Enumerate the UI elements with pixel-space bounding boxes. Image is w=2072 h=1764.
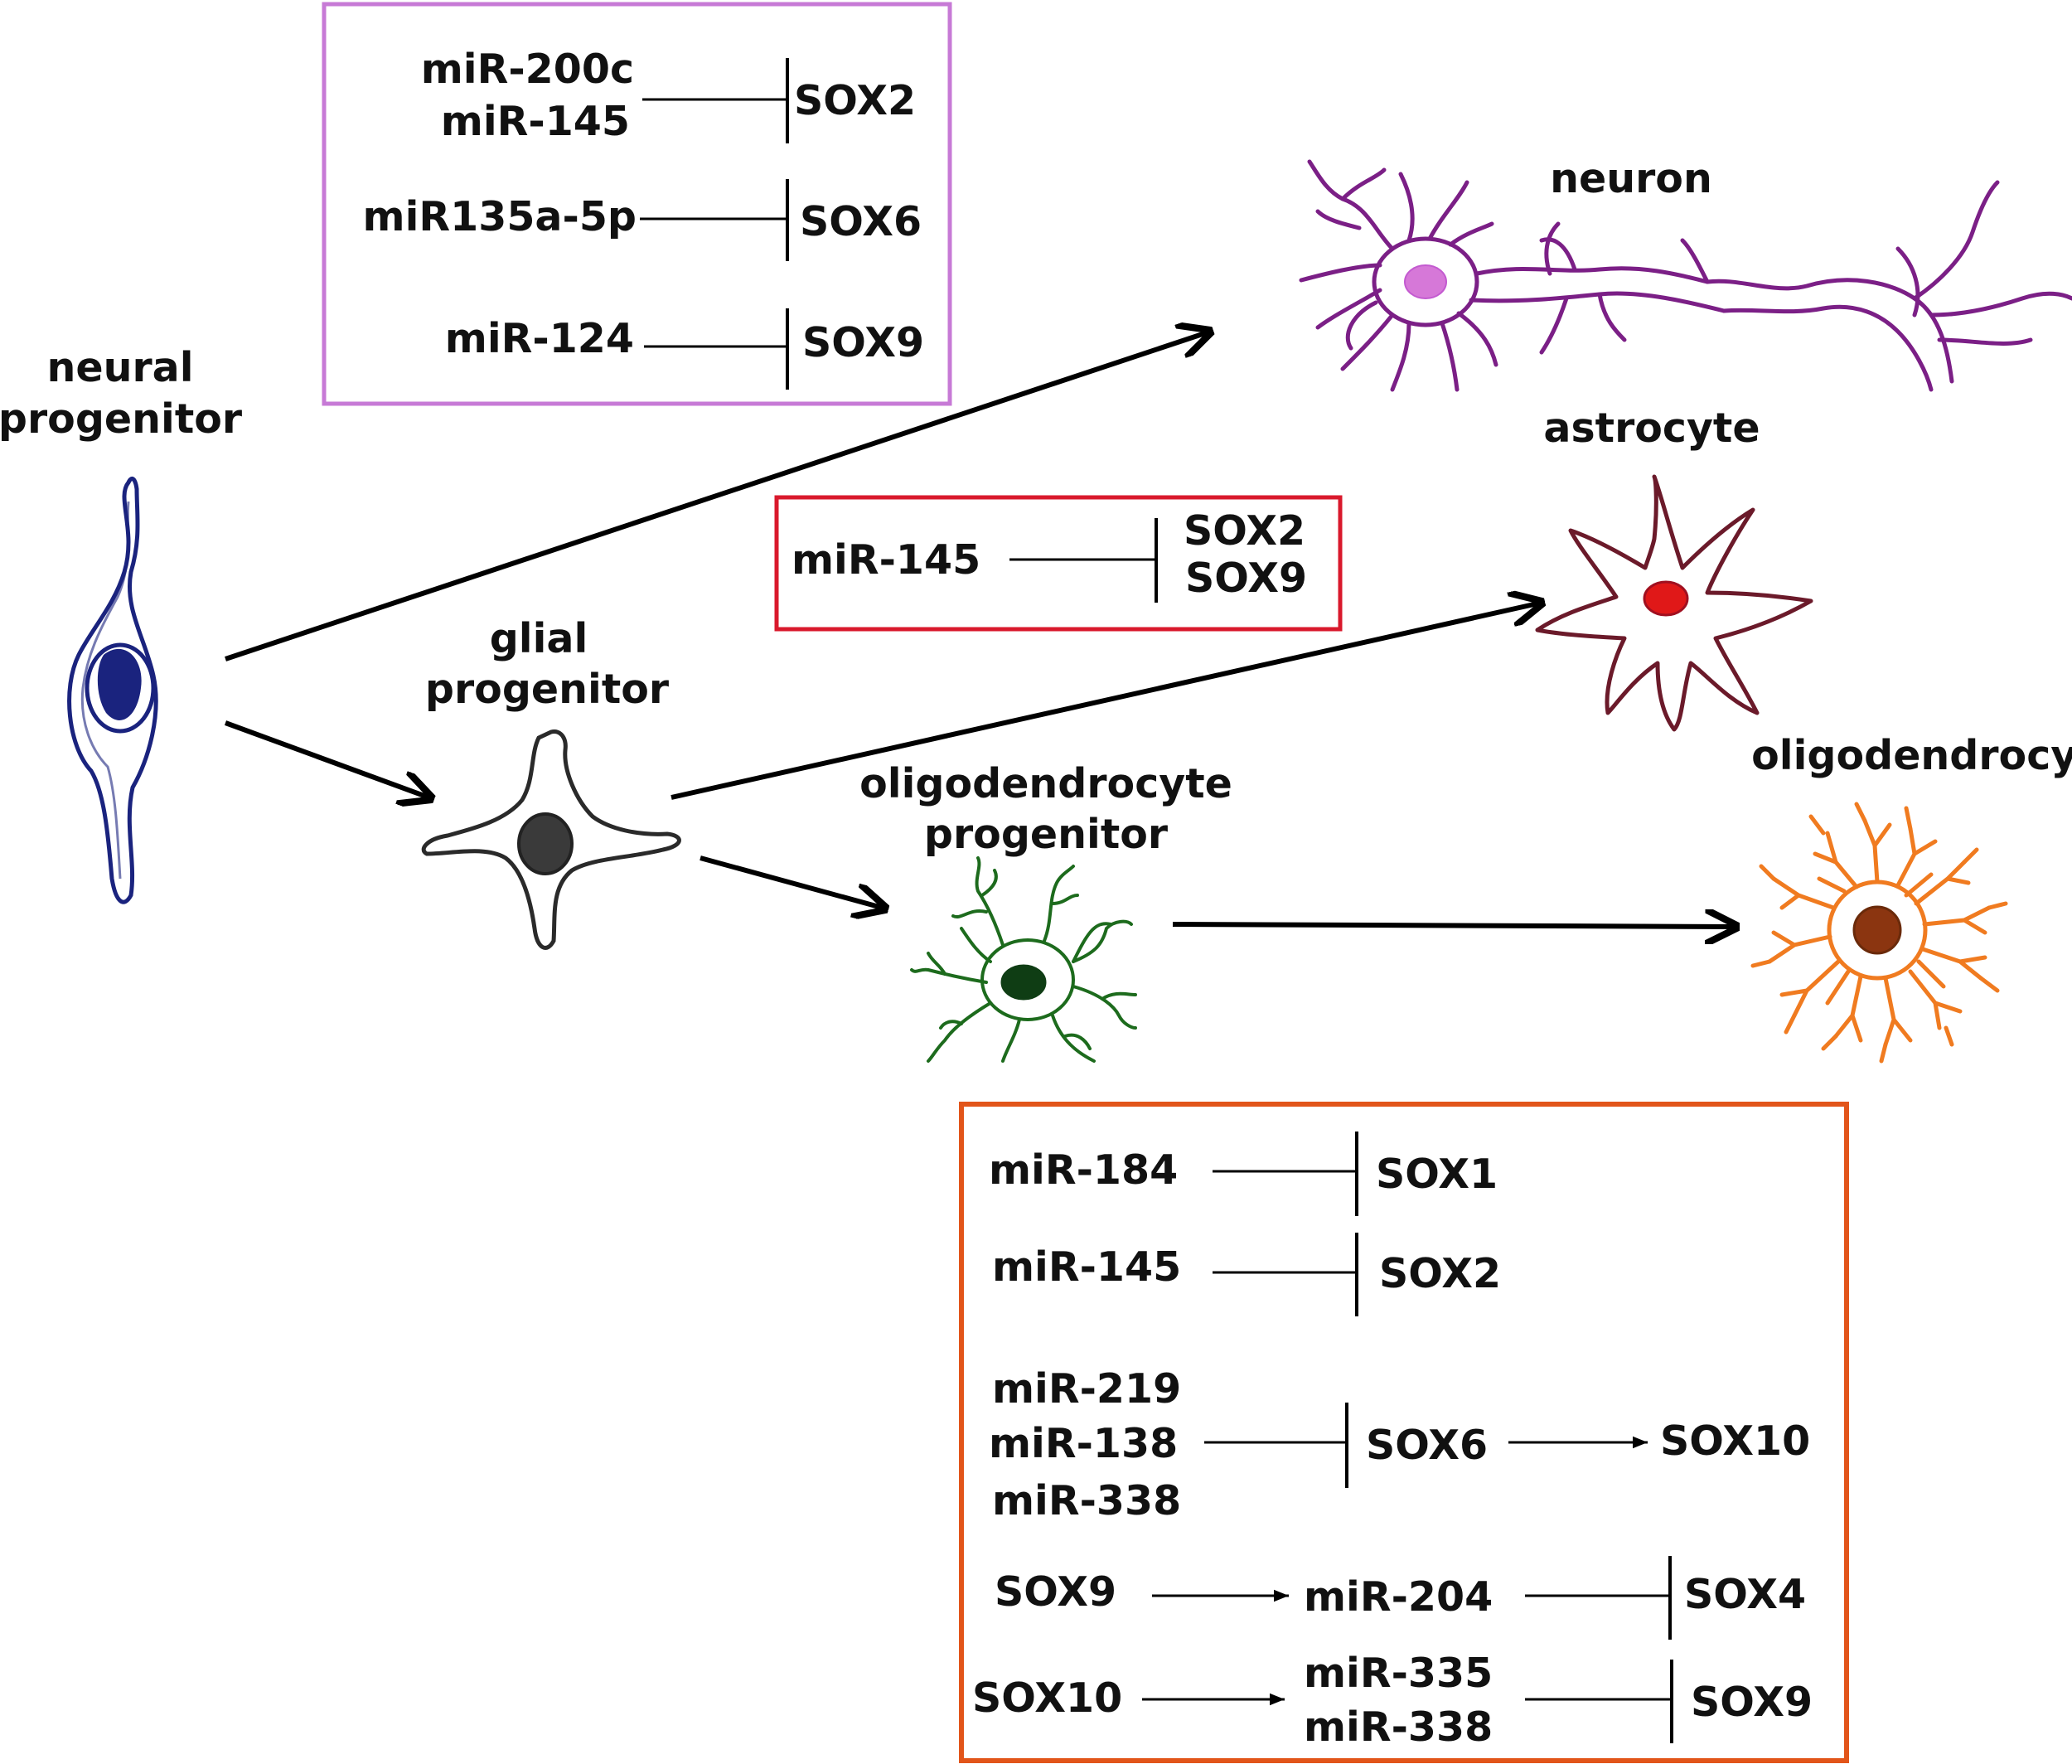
neuron-box-target-1: SOX2 — [794, 77, 916, 124]
oligo-r3-target: SOX6 — [1366, 1422, 1488, 1469]
neuron-box-mirna-1a: miR-200c — [421, 46, 634, 93]
astro-box-frame — [774, 495, 1343, 632]
oligo-r5-activator: SOX10 — [972, 1674, 1122, 1722]
neuron-box-target-3: SOX9 — [802, 319, 924, 366]
oligo-r5-target: SOX9 — [1691, 1679, 1813, 1726]
neuron-box-mirna-3: miR-124 — [445, 315, 634, 362]
oligo-r4-target: SOX4 — [1684, 1571, 1806, 1618]
label-glial-progenitor-2: progenitor — [425, 666, 670, 713]
label-neural-progenitor-2: progenitor — [0, 395, 243, 443]
label-neural-progenitor: neural — [46, 344, 193, 391]
oligo-r1-target: SOX1 — [1376, 1151, 1498, 1198]
astro-box-target-1: SOX2 — [1184, 507, 1305, 555]
arrow-np-to-neuron — [225, 332, 1210, 662]
astro-box-target-2: SOX9 — [1185, 555, 1307, 602]
neuron-box-mirna-1b: miR-145 — [441, 98, 630, 145]
arrow-glial-to-opc — [700, 855, 885, 909]
label-astrocyte: astrocyte — [1543, 405, 1760, 452]
astro-box-mirna: miR-145 — [792, 536, 980, 584]
oligo-r5-mirna-2: miR-338 — [1304, 1703, 1493, 1751]
opc-cell — [910, 856, 1137, 1063]
neuron-box-target-2: SOX6 — [800, 198, 922, 245]
label-glial-progenitor: glial — [490, 615, 588, 662]
neuron-cell — [1299, 159, 2072, 392]
oligo-r1-mirna: miR-184 — [989, 1146, 1178, 1194]
label-neuron: neuron — [1550, 155, 1712, 202]
oligo-r3-activated: SOX10 — [1660, 1418, 1810, 1465]
label-opc: oligodendrocyte — [859, 760, 1232, 807]
oligodendrocyte-cell — [1750, 802, 2008, 1064]
lineage-arrows — [224, 332, 1736, 927]
neuron-box-mirna-2: miR135a-5p — [363, 193, 637, 240]
glial-progenitor-cell — [421, 729, 681, 950]
oligo-r5-mirna-1: miR-335 — [1304, 1650, 1493, 1697]
astrocyte-cell — [1535, 474, 1813, 732]
arrow-glial-to-astrocyte — [670, 603, 1542, 800]
neural-progenitor-cell — [67, 477, 158, 904]
arrow-np-to-glial — [224, 720, 431, 798]
label-oligodendrocyte: oligodendrocyte — [1751, 732, 2072, 779]
oligo-r2-target: SOX2 — [1379, 1250, 1501, 1297]
oligo-r2-mirna: miR-145 — [992, 1243, 1181, 1291]
label-opc-2: progenitor — [924, 811, 1169, 858]
oligo-r3-mirna-3: miR-338 — [992, 1477, 1181, 1524]
oligo-r3-mirna-2: miR-138 — [989, 1420, 1178, 1467]
oligo-box-frame — [959, 1102, 1849, 1763]
oligo-regulation-box: miR-184 SOX1 miR-145 SOX2 miR-219 miR-13… — [959, 1102, 1849, 1763]
oligo-r4-mirna: miR-204 — [1304, 1573, 1493, 1621]
arrow-opc-to-oligo — [1172, 924, 1736, 927]
astrocyte-regulation-box: miR-145 SOX2 SOX9 — [774, 495, 1343, 632]
oligo-r3-mirna-1: miR-219 — [992, 1365, 1181, 1413]
oligo-r4-activator: SOX9 — [995, 1568, 1116, 1616]
neuron-regulation-box: miR-200c miR-145 SOX2 miR135a-5p SOX6 mi… — [322, 2, 952, 406]
neuron-box-frame — [322, 2, 952, 406]
